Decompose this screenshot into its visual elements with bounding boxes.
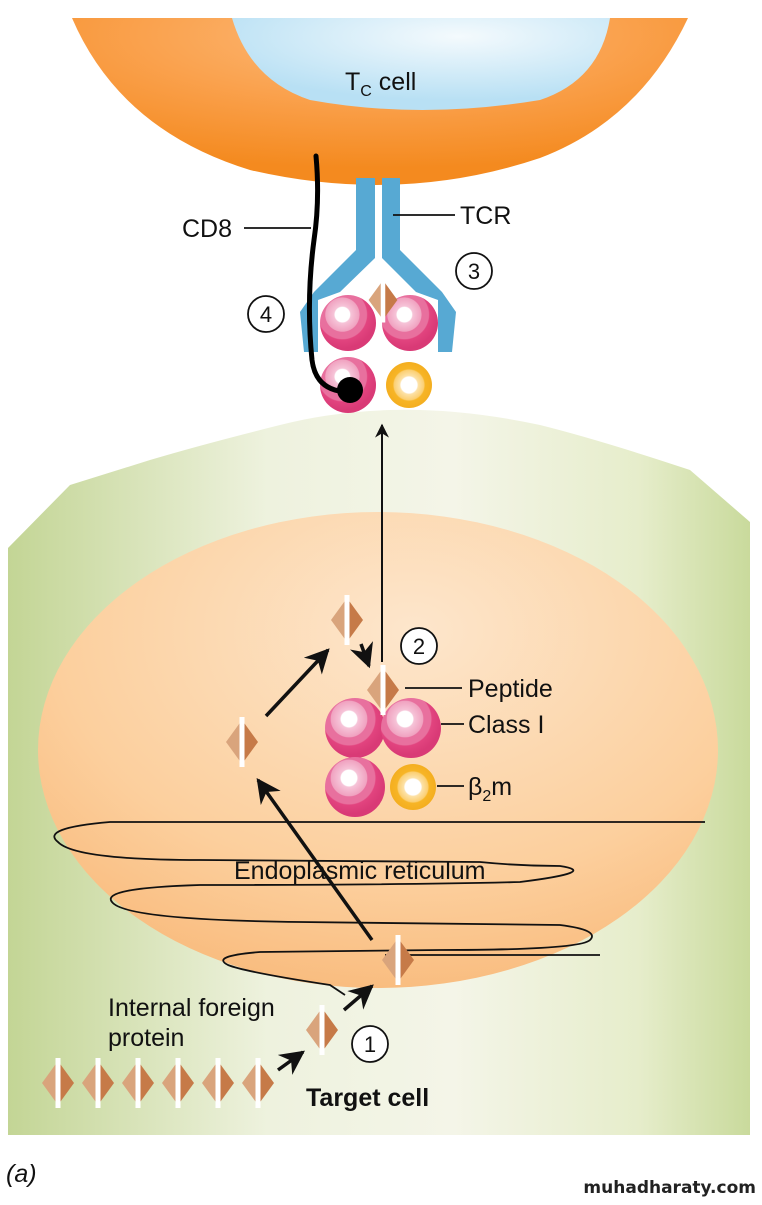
- tcr-chain-right: [382, 178, 456, 352]
- b2m-label: β2m: [468, 773, 512, 805]
- target-cell-nucleus: [38, 512, 718, 988]
- cd8-label: CD8: [182, 215, 232, 243]
- peptide-label: Peptide: [468, 675, 553, 703]
- class-i-domain: [325, 698, 385, 758]
- cd8-binding-head: [337, 377, 363, 403]
- pathway-arrows: [256, 641, 374, 1075]
- tcr-chain-left: [300, 178, 375, 352]
- presented-peptide: [368, 277, 398, 323]
- internal-foreign-protein-label: Internal foreign: [108, 994, 275, 1022]
- cd8-molecule: [306, 153, 353, 395]
- class-i-domain: [381, 698, 441, 758]
- arrow-top-to-class-i: [349, 641, 373, 669]
- step-marker-4: 4: [247, 295, 285, 333]
- endoplasmic-reticulum: [53, 821, 705, 996]
- arrow-left-to-top-peptide: [264, 648, 330, 718]
- panel-label: (a): [6, 1160, 37, 1188]
- mhc-class-i-in-er: [325, 665, 441, 817]
- svg-text:4: 4: [260, 302, 272, 327]
- b2m-domain: [386, 362, 432, 408]
- internal-foreign-protein-label-line2: protein: [108, 1024, 184, 1052]
- target-cell-label: Target cell: [306, 1084, 429, 1112]
- arrow-er-to-left-peptide: [256, 778, 374, 942]
- step-marker-2: 2: [400, 627, 438, 665]
- b2m-domain: [390, 764, 436, 810]
- svg-text:3: 3: [468, 259, 480, 284]
- watermark: muhadharaty.com: [583, 1178, 756, 1198]
- class-i-domain: [382, 295, 438, 351]
- tcr: [300, 178, 456, 352]
- arrow-step1-to-er: [342, 984, 374, 1012]
- er-label: Endoplasmic reticulum: [234, 857, 486, 885]
- step-marker-3: 3: [455, 252, 493, 290]
- tc-cell: TC cell: [72, 18, 688, 185]
- class-i-label: Class I: [468, 711, 544, 739]
- tcr-label: TCR: [460, 202, 511, 230]
- svg-text:2: 2: [413, 634, 425, 659]
- step-marker-1: 1: [351, 1025, 389, 1063]
- arrow-chain-to-step1: [276, 1050, 305, 1075]
- svg-text:1: 1: [364, 1032, 376, 1057]
- class-i-domain: [320, 295, 376, 351]
- class-i-domain: [325, 757, 385, 817]
- tc-cell-nucleus: [232, 18, 610, 110]
- tc-cell-label: TC cell: [345, 68, 416, 100]
